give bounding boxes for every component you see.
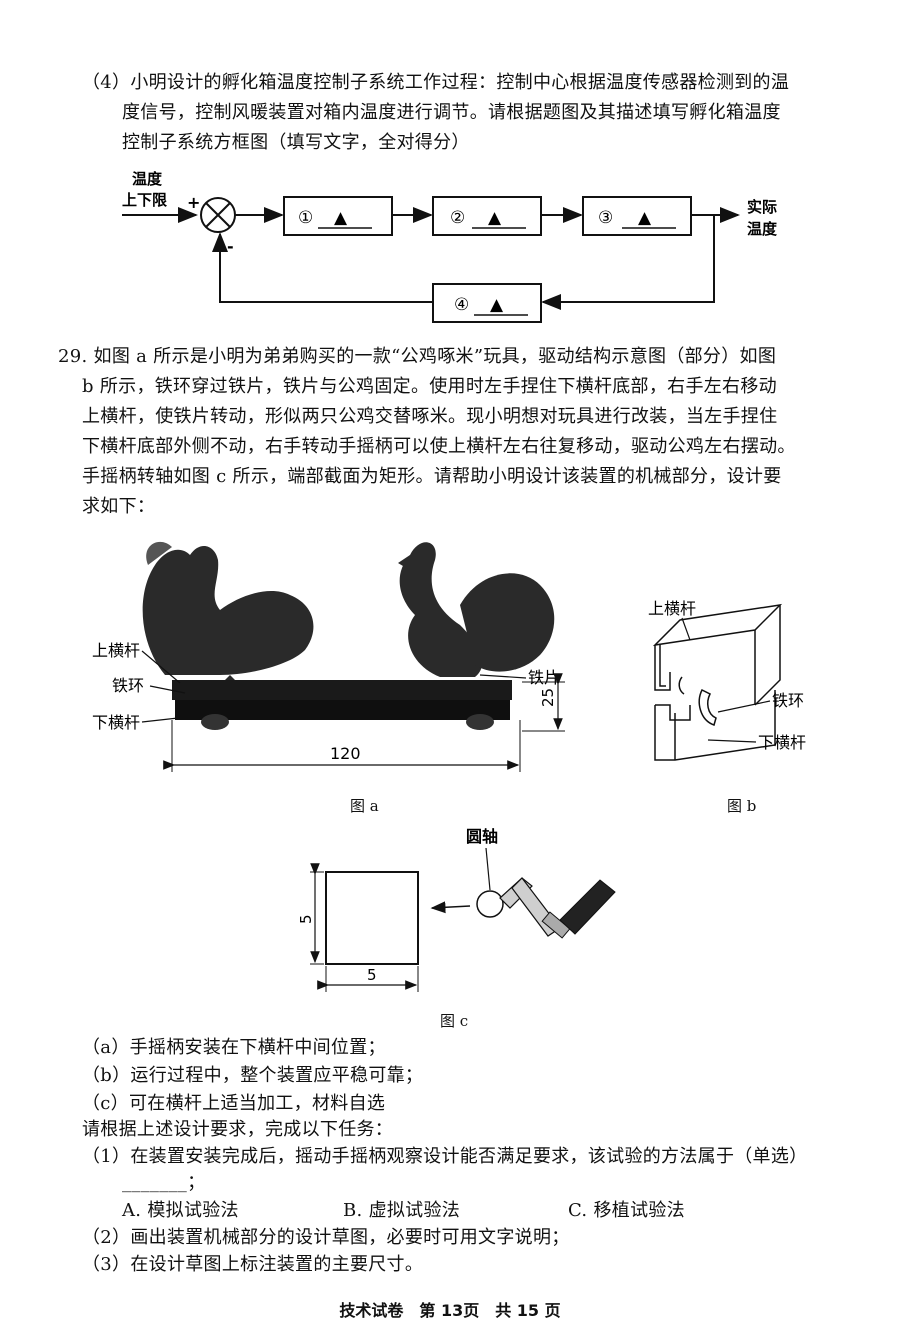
q29-line-4: 下横杆底部外侧不动，右手转动手摇柄可以使上横杆左右往复移动，驱动公鸡左右摆动。 xyxy=(82,436,796,457)
requirement-c: （c）可在横杆上适当加工，材料自选 xyxy=(82,1093,386,1114)
left-rooster-image xyxy=(142,541,314,693)
block-3-blank: ▲ xyxy=(638,208,652,228)
input-label-2: 上下限 xyxy=(122,191,167,209)
page-footer: 技术试卷 第 13页 共 15 页 xyxy=(339,1301,561,1320)
block-4-blank: ▲ xyxy=(490,295,504,315)
task-1-blank: _______； xyxy=(122,1172,206,1193)
fig-c-dim-bottom: 5 xyxy=(367,966,377,984)
right-rooster-image xyxy=(398,542,555,677)
upper-bar xyxy=(172,680,512,700)
task-3: （3）在设计草图上标注装置的主要尺寸。 xyxy=(82,1254,424,1275)
fig-a-label-upper-bar: 上横杆 xyxy=(92,641,140,660)
fig-a-label-lower-bar: 下横杆 xyxy=(92,713,140,732)
task-1-line-1: （1）在装置安装完成后，摇动手摇柄观察设计能否满足要求，该试验的方法属于（单选） xyxy=(82,1146,808,1167)
fig-a-label-iron-sheet: 铁片 xyxy=(528,668,560,687)
iron-ring-shape xyxy=(698,688,717,726)
control-block-diagram: 温度 上下限 + - ① ▲ ② ▲ ③ ▲ 实际 温度 ④ ▲ xyxy=(122,170,778,323)
fig-a-label-iron-ring: 铁环 xyxy=(112,676,144,695)
block-2-blank: ▲ xyxy=(488,208,502,228)
option-b: B. 虚拟试验法 xyxy=(343,1200,461,1221)
task-2: （2）画出装置机械部分的设计草图，必要时可用文字说明； xyxy=(82,1227,570,1248)
output-label-1: 实际 xyxy=(747,198,777,216)
block-1-number: ① xyxy=(298,208,313,228)
fig-c-label-shaft: 圆轴 xyxy=(466,827,498,846)
q29-line-5: 手摇柄转轴如图 c 所示，端部截面为矩形。请帮助小明设计该装置的机械部分，设计要 xyxy=(82,466,782,487)
figure-a: 上横杆 铁环 下横杆 铁片 25 120 xyxy=(92,541,565,772)
option-c: C. 移植试验法 xyxy=(568,1200,685,1221)
crank-handle-image xyxy=(476,877,616,939)
fig-b-label-iron-ring: 铁环 xyxy=(772,691,804,710)
minus-sign: - xyxy=(227,237,234,256)
block-2-number: ② xyxy=(450,208,465,228)
q28-line-1: （4）小明设计的孵化箱温度控制子系统工作过程：控制中心根据温度传感器检测到的温 xyxy=(82,72,790,93)
q29-line-3: 上横杆，使铁片转动，形似两只公鸡交替啄米。现小明想对玩具进行改装，当左手捏住 xyxy=(82,406,778,427)
fig-c-caption: 图 c xyxy=(440,1012,469,1030)
block-4-number: ④ xyxy=(454,295,469,315)
comparator-icon xyxy=(200,197,236,233)
fig-a-dim-width: 120 xyxy=(330,744,361,763)
q28-line-2: 度信号，控制风暖装置对箱内温度进行调节。请根据题图及其描述填写孵化箱温度 xyxy=(122,102,781,123)
block-3-number: ③ xyxy=(598,208,613,228)
input-label-1: 温度 xyxy=(132,170,163,188)
q28-line-3: 控制子系统方框图（填写文字，全对得分） xyxy=(122,132,470,153)
block-1-blank: ▲ xyxy=(334,208,348,228)
task-intro: 请根据上述设计要求，完成以下任务： xyxy=(82,1119,394,1140)
shaft-cross-section xyxy=(325,871,419,965)
block-4 xyxy=(432,283,542,323)
lower-bar xyxy=(175,700,510,720)
plus-sign: + xyxy=(187,193,200,212)
fig-a-dim-height: 25 xyxy=(539,688,557,707)
figure-b: 上横杆 铁环 下横杆 xyxy=(648,599,806,761)
requirement-b: （b）运行过程中，整个装置应平稳可靠； xyxy=(82,1065,424,1086)
fig-b-caption: 图 b xyxy=(727,797,757,815)
q29-line-2: b 所示，铁环穿过铁片，铁片与公鸡固定。使用时左手捏住下横杆底部，右手左右移动 xyxy=(82,376,777,397)
fig-b-label-upper-bar: 上横杆 xyxy=(648,599,696,618)
option-a: A. 模拟试验法 xyxy=(122,1200,239,1221)
output-label-2: 温度 xyxy=(747,220,778,238)
fig-b-label-lower-bar: 下横杆 xyxy=(758,733,806,752)
q29-line-1: 29. 如图 a 所示是小明为弟弟购买的一款“公鸡啄米”玩具，驱动结构示意图（部… xyxy=(58,346,777,367)
fig-a-caption: 图 a xyxy=(350,797,379,815)
fig-c-dim-side: 5 xyxy=(297,914,315,924)
q29-line-6: 求如下： xyxy=(82,496,156,517)
requirement-a: （a）手摇柄安装在下横杆中间位置； xyxy=(82,1037,386,1058)
figure-c: 5 5 圆轴 xyxy=(297,827,616,992)
